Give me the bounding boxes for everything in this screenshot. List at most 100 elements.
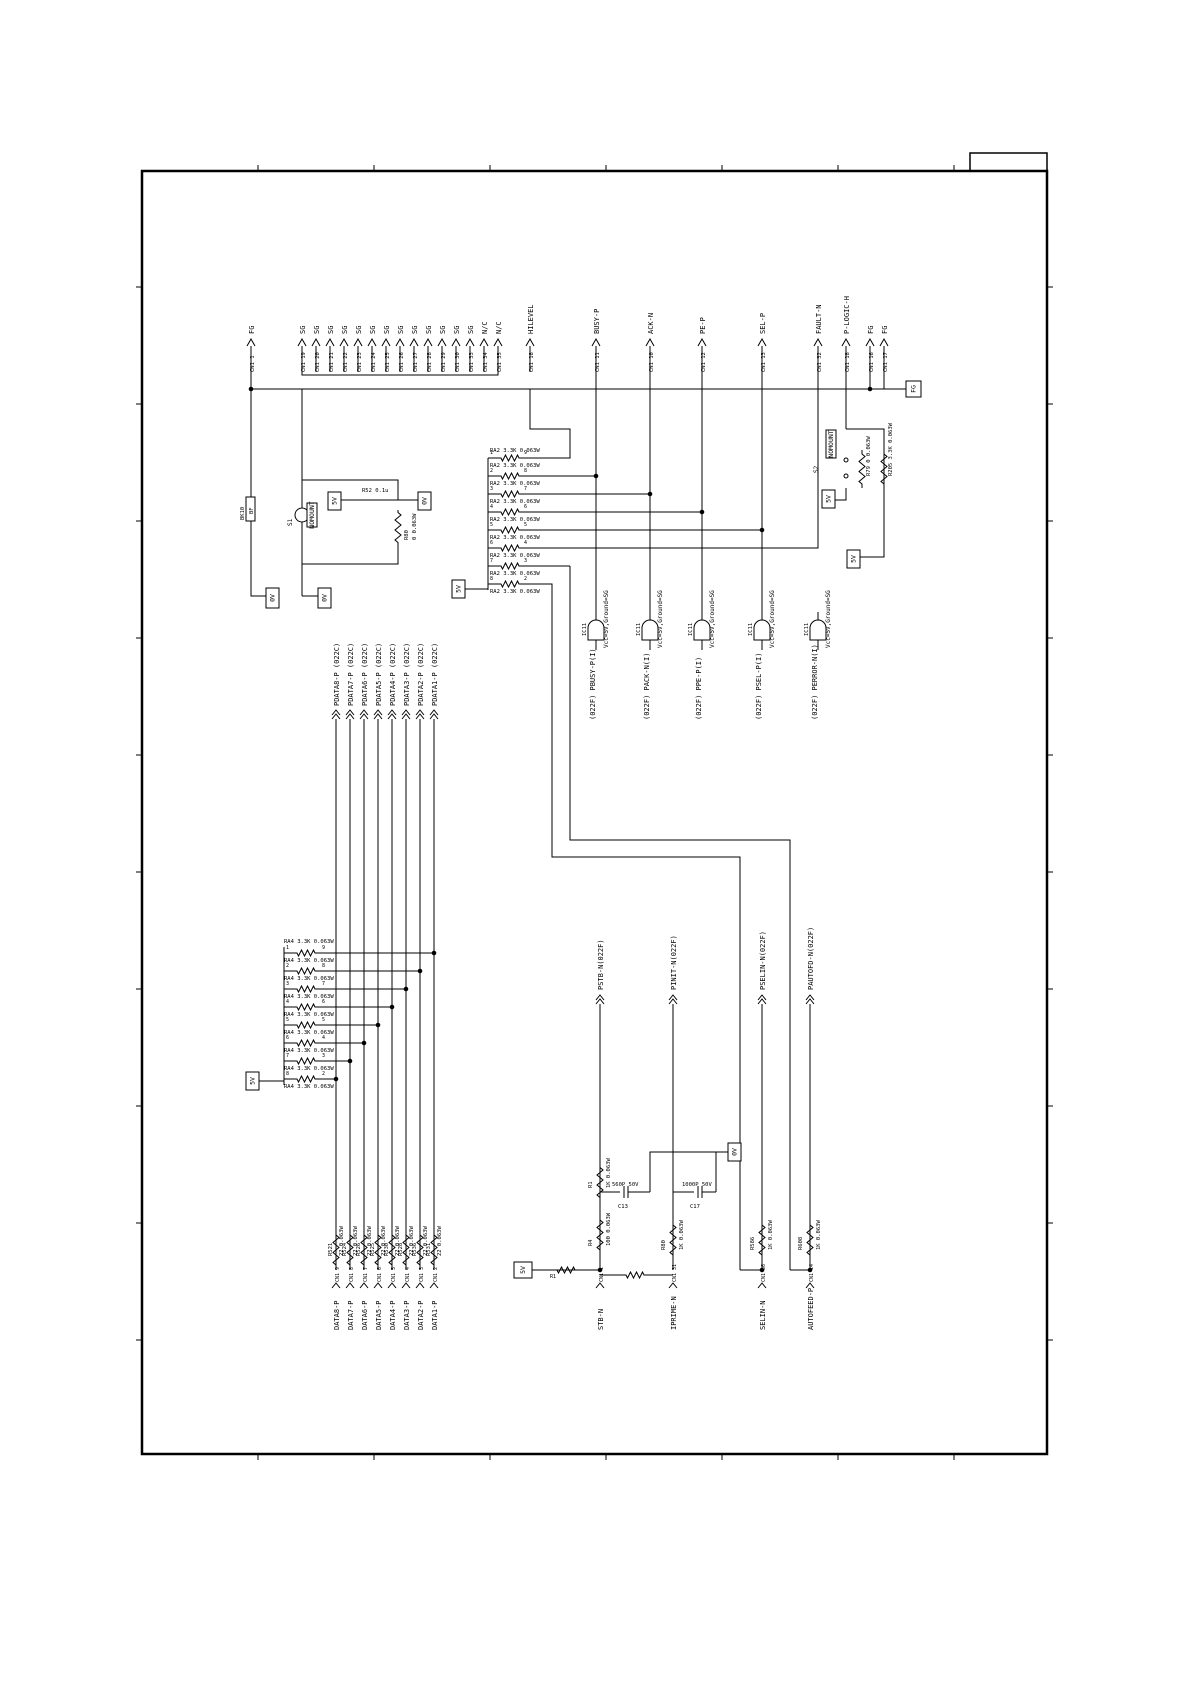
port-arrow [437,337,447,347]
control-input-net: SELIN-N [759,1300,767,1330]
ra2-pin: 3 [490,486,493,492]
series-res-value: 22 0.063W [353,1226,359,1256]
wire [569,566,791,1270]
data-input-net: DATA8-P [333,1300,341,1330]
tag-0v-left [265,587,280,609]
pin-number: CN1 23 [357,352,363,372]
data-input-pin: CN1 2 [433,1267,439,1282]
c13-ref: C13 [618,1204,628,1210]
junction-dot [375,1022,381,1028]
control-output-3: PSELIN-N(022F) [759,931,767,990]
ra2-pin: 3 [524,558,527,564]
port-arrow [409,337,419,347]
series-res-ref: R531 [426,1243,432,1256]
port-arrow [325,337,335,347]
ra4-element-5 [284,1020,328,1030]
port-arrow [395,337,405,347]
pin-chevron [387,1282,397,1289]
pin-chevron [345,1282,355,1289]
ra2-pin: 6 [524,504,527,510]
r80b-resistor [669,1224,677,1256]
tag-5v-ra4-text: 5V [249,1077,257,1085]
ra4-pin: 8 [286,1071,289,1077]
net-name: FAULT-N [815,304,823,334]
port-arrow [757,337,767,347]
data-output-3: PDATA6-P (022C) [361,643,369,706]
ra4-pin: 7 [286,1053,289,1059]
r79-resistor [858,450,866,488]
fg-tag [905,380,922,398]
port-arrow [297,337,307,347]
ra4-element-6 [284,1038,328,1048]
buffer-signal: (022F) PERROR-N(I) [811,644,819,720]
pin-number: CN1 22 [343,352,349,372]
r586-resistor [758,1224,766,1256]
net-name: SG [411,326,419,334]
pin-chevron [805,1282,815,1289]
junction-dot [417,968,423,974]
junction-dot [597,1267,603,1273]
offpage-arrow [805,994,815,1001]
pin-number: CN1 26 [399,352,405,372]
offpage-arrow [415,713,425,720]
buffer-ref: IC11 [804,623,810,636]
ferrite-bead [245,496,256,522]
port-arrow [697,337,707,347]
net-name: SG [313,326,321,334]
pin-number: CN1 16 [869,352,875,372]
offpage-arrow [595,998,605,1005]
ra2-pin: 8 [524,468,527,474]
pin-chevron [415,1282,425,1289]
pin-number: CN1 29 [441,352,447,372]
s1-tag-text: NOMOUNT [308,501,316,528]
control-output-1: PSTB-N(022F) [597,939,605,990]
offpage-arrow [757,998,767,1005]
series-res-value: 22 0.063W [437,1226,443,1256]
r1-resistor [596,1165,604,1200]
port-arrow [451,337,461,347]
ra2-element-5 [488,525,532,535]
series-res-ref: R521 [328,1243,334,1256]
data-input-pin: CN1 5 [391,1267,397,1282]
pin-number: CN1 34 [483,351,489,372]
ra4-label: RA4 3.3K 0.063W [284,1066,334,1072]
pin-chevron [373,1282,383,1289]
buffer-signal: (022F) PPE-P(I) [695,657,703,720]
data-input-pin: CN1 4 [405,1267,411,1282]
pin-number: CN1 25 [385,352,391,372]
buffer-signal: (022F) PBUSY-P(I) [589,648,597,720]
series-resistor [430,1230,438,1270]
buffer-ref: IC11 [636,623,642,636]
buffer-supply: Vcc=5V,Ground=SG [709,590,716,648]
port-arrow [525,337,535,347]
ra4-label: RA4 3.3K 0.063W [284,1030,334,1036]
ra4-pin: 3 [286,981,289,987]
r80-value: 0 0.063W [412,513,418,540]
data-input-net: DATA4-P [389,1300,397,1330]
r608-resistor [806,1224,814,1256]
junction-dot [403,986,409,992]
series-res-value: 22 0.063W [339,1226,345,1256]
ra4-pin: 2 [286,963,289,969]
data-output-8: PDATA1-P (022C) [431,643,439,706]
c17-value: 1000P 50V [682,1182,712,1188]
port-arrow [367,337,377,347]
pin-number: CN1 18 [529,352,535,372]
net-name: FG [867,326,875,334]
c13-value: 560P 50V [612,1182,639,1188]
ferrite-ref: BK10 [240,507,246,520]
offpage-arrow [331,709,341,716]
series-resistor [374,1230,382,1270]
series-resistor [402,1230,410,1270]
series-res-value: 22 0.063W [395,1226,401,1256]
r80b-value: 1K 0.063W [679,1220,685,1250]
control-input-net: AUTOFEED-P [807,1288,815,1330]
data-output-4: PDATA5-P (022C) [375,643,383,706]
junction-dot [593,473,599,479]
